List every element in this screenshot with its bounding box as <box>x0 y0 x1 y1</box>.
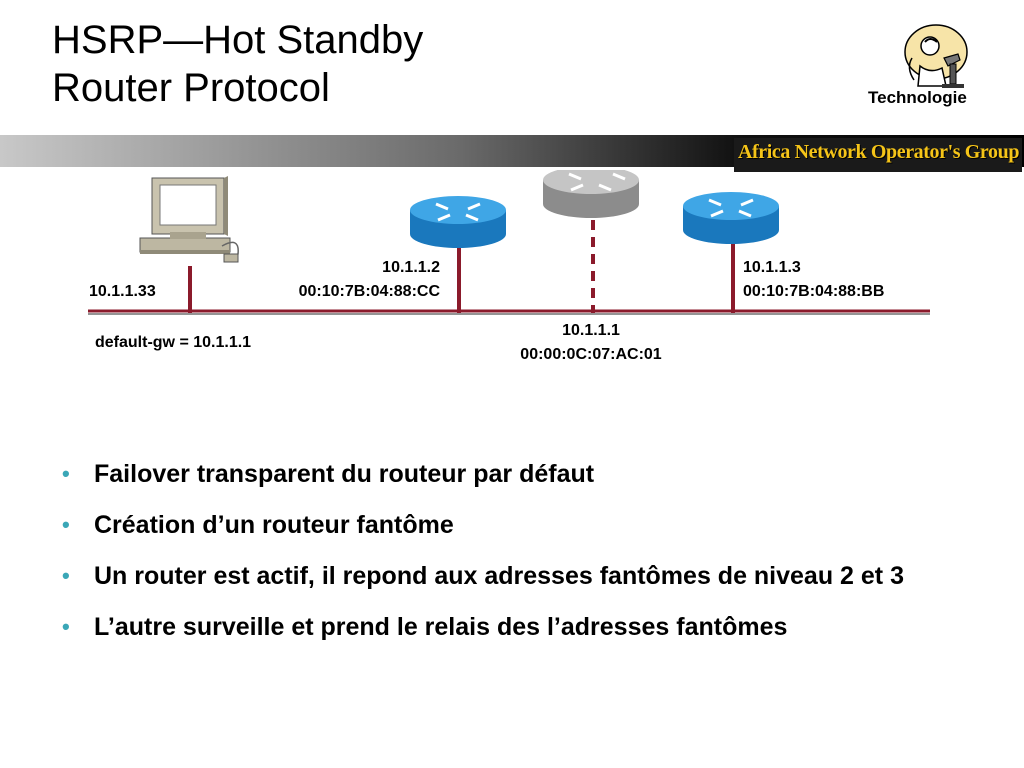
bullet-text: L’autre surveille et prend le relais des… <box>94 613 788 641</box>
router-left-ip-label: 10.1.1.2 <box>382 259 440 276</box>
host-ip-label: 10.1.1.33 <box>89 283 156 300</box>
scientist-microscope-icon <box>904 24 968 88</box>
router-right-icon <box>683 192 779 244</box>
bullet-dot-icon: • <box>62 512 70 537</box>
slide-title-line1: HSRP—Hot Standby <box>52 18 424 62</box>
router-left-icon <box>410 196 506 248</box>
router-right-mac-label: 00:10:7B:04:88:BB <box>743 283 885 300</box>
bullet-list: • Failover transparent du routeur par déf… <box>62 458 982 662</box>
bullet-dot-icon: • <box>62 563 70 588</box>
brand-banner <box>734 138 1022 172</box>
bullet-item: • Création d’un routeur fantôme <box>62 509 982 541</box>
slide-title-line2: Router Protocol <box>52 66 330 110</box>
router-left-mac-label: 00:10:7B:04:88:CC <box>298 283 440 300</box>
host-gateway-label: default-gw = 10.1.1.1 <box>95 334 252 351</box>
bullet-text: Un router est actif, il repond aux adres… <box>94 562 904 590</box>
router-virtual-icon <box>543 170 639 218</box>
brand-name: Africa Network Operator's Group <box>738 141 1020 163</box>
bullet-item: • Failover transparent du routeur par déf… <box>62 458 982 490</box>
virtual-ip-label: 10.1.1.1 <box>562 322 620 339</box>
router-right-ip-label: 10.1.1.3 <box>743 259 801 276</box>
bullet-text: Failover transparent du routeur par défa… <box>94 460 595 488</box>
slide-title: HSRP—Hot Standby Router Protocol <box>52 16 423 112</box>
virtual-mac-label: 00:00:0C:07:AC:01 <box>520 346 662 363</box>
bullet-item: • L’autre surveille et prend le relais de… <box>62 611 982 643</box>
bullet-text: Création d’un routeur fantôme <box>94 511 454 539</box>
network-diagram <box>88 170 930 315</box>
computer-icon <box>139 176 239 263</box>
bullet-dot-icon: • <box>62 461 70 486</box>
bullet-item: • Un router est actif, il repond aux adre… <box>62 560 982 592</box>
bullet-dot-icon: • <box>62 614 70 639</box>
technology-label: Technologie <box>868 88 967 107</box>
